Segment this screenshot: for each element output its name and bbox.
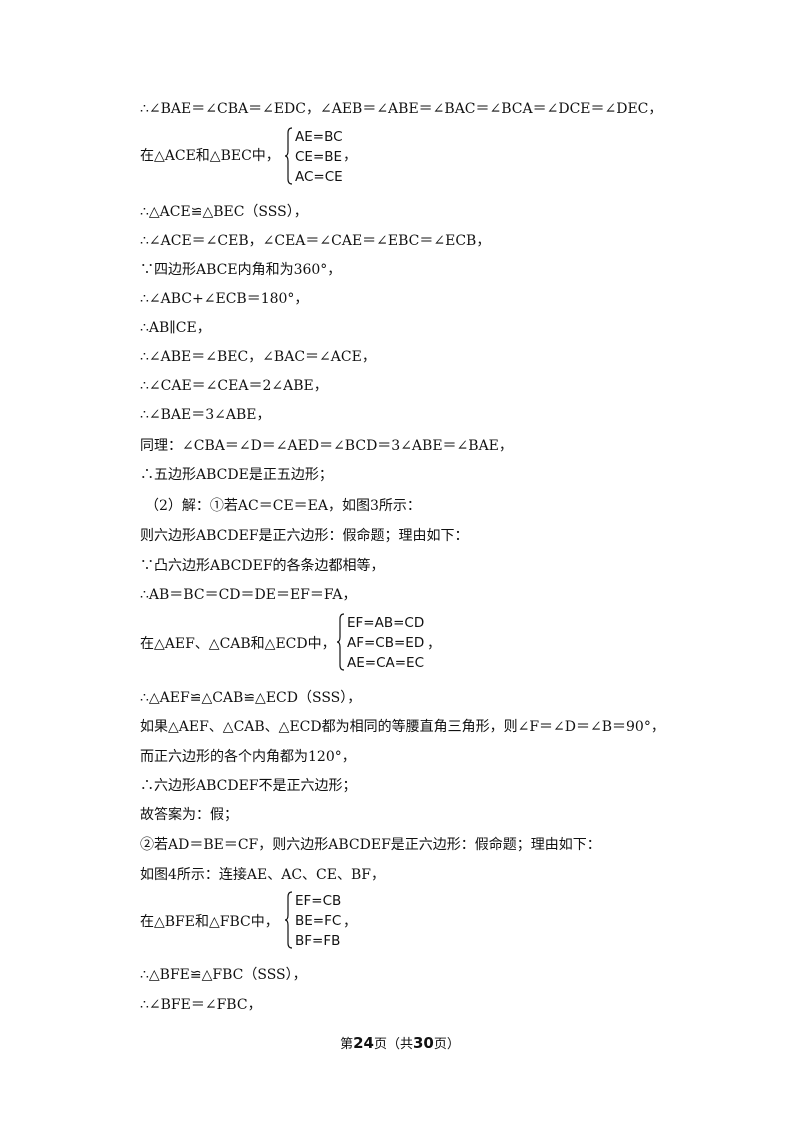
text-line: ∴△BFE≌△FBC（SSS）， [140,967,307,983]
left-brace-icon [285,127,293,185]
system-label: 在△ACE和△BEC中， [140,148,280,164]
text-line: 如果△AEF、△CAB、△ECD都为相同的等腰直角三角形，则∠F＝∠D＝∠B＝9… [140,719,665,735]
footer-middle: 页（共 [373,1037,413,1052]
system-tail: ， [427,636,441,652]
system-row: EF=AB=CD [347,615,425,631]
text-line: 如图4所示：连接AE、AC、CE、BF， [140,867,385,883]
text-line: ∴∠ABC+∠ECB＝180°， [140,291,309,307]
system-rows: EF=AB=CD AF=CB=ED AE=CA=EC [347,613,424,673]
text-line: ∵凸六边形ABCDEF的各条边都相等， [140,558,385,574]
text-line: 同理：∠CBA＝∠D＝∠AED＝∠BCD＝3∠ABE＝∠BAE， [140,438,513,454]
system-rows: AE=BC CE=BE AC=CE [295,127,343,187]
text-line: ∴△ACE≌△BEC（SSS）， [140,204,308,220]
system-row: BE=FC [295,913,342,929]
text-line: ∴∠BAE＝∠CBA＝∠EDC，∠AEB＝∠ABE＝∠BAC＝∠BCA＝∠DCE… [140,101,663,117]
system-row: AC=CE [295,169,343,185]
footer-prefix: 第 [340,1037,354,1052]
text-line: ∴△AEF≌△CAB≌△ECD（SSS）， [140,690,362,706]
text-line: ∴AB＝BC＝CD＝DE＝EF＝FA， [140,587,357,603]
system-rows: EF=CB BE=FC BF=FB [295,891,341,951]
page-footer: 第24页（共30页） [0,1034,800,1054]
system-label: 在△AEF、△CAB和△ECD中， [140,636,336,652]
text-line: ∴五边形ABCDE是正五边形； [140,467,333,483]
text-line: 而正六边形的各个内角都为120°， [140,749,356,765]
text-line: ∴∠ABE＝∠BEC，∠BAC＝∠ACE， [140,349,376,365]
text-line: ∴AB∥CE， [140,320,211,336]
system-row: BF=FB [295,933,341,949]
text-line: ∴六边形ABCDEF不是正六边形； [140,778,357,794]
left-brace-icon [337,613,345,671]
text-line: 故答案为：假； [140,807,238,823]
system-tail: ， [343,914,357,930]
system-row: EF=CB [295,893,342,909]
text-line: ∴∠BFE＝∠FBC， [140,997,262,1013]
text-line: ∴∠ACE＝∠CEB，∠CEA＝∠CAE＝∠EBC＝∠ECB， [140,233,491,249]
system-tail: ， [343,148,357,164]
text-line: ∴∠CAE＝∠CEA＝2∠ABE， [140,378,328,394]
system-row: CE=BE [295,149,343,165]
text-line: ②若AD＝BE＝CF，则六边形ABCDEF是正六边形：假命题；理由如下： [140,837,601,853]
footer-total-pages: 30 [413,1034,434,1052]
text-line: ∵四边形ABCE内角和为360°， [140,262,342,278]
footer-page-number: 24 [353,1034,374,1052]
system-label: 在△BFE和△FBC中， [140,914,279,930]
system-row: AF=CB=ED [347,635,425,651]
text-line: 则六边形ABCDEF是正六边形：假命题；理由如下： [140,528,469,544]
footer-suffix: 页） [433,1037,460,1052]
text-line: （2）解：①若AC＝CE＝EA，如图3所示： [145,498,421,514]
left-brace-icon [285,891,293,949]
text-line: ∴∠BAE＝3∠ABE， [140,407,271,423]
system-row: AE=BC [295,129,343,145]
system-row: AE=CA=EC [347,655,425,671]
